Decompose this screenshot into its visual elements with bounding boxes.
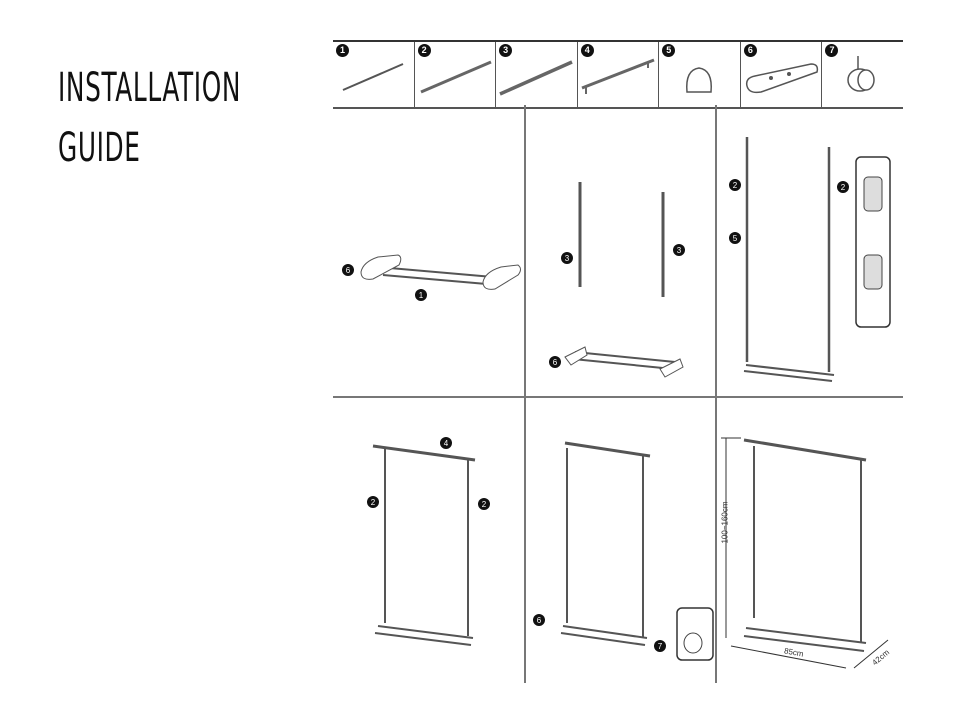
label: 6 bbox=[553, 358, 558, 367]
height-dimension: 100~160cm bbox=[720, 501, 730, 544]
step-3-panel: 2 2 5 bbox=[716, 107, 903, 395]
title-line-2: GUIDE bbox=[58, 125, 141, 171]
lower-tube-icon bbox=[499, 60, 573, 96]
part-number: 6 bbox=[743, 44, 757, 57]
step-2-panel: 3 3 6 bbox=[525, 107, 715, 395]
part-5: 5 bbox=[659, 42, 741, 107]
part-number: 7 bbox=[825, 44, 839, 57]
short-tube-icon bbox=[342, 63, 404, 91]
label: 6 bbox=[346, 266, 351, 275]
part-number: 3 bbox=[499, 44, 513, 57]
label: 2 bbox=[841, 183, 846, 192]
part-2: 2 bbox=[415, 42, 497, 107]
label: 3 bbox=[565, 254, 570, 263]
base-foot-icon bbox=[745, 63, 819, 94]
part-7: 7 bbox=[822, 42, 903, 107]
label: 6 bbox=[537, 616, 542, 625]
step-6-panel: 100~160cm 85cm 42cm bbox=[716, 398, 903, 683]
step-1-panel: 6 1 bbox=[333, 107, 523, 395]
step-5-panel: 6 7 bbox=[525, 398, 715, 683]
connector-cap-icon bbox=[686, 67, 713, 93]
label: 2 bbox=[371, 498, 376, 507]
label: 4 bbox=[444, 439, 449, 448]
part-number: 5 bbox=[662, 44, 676, 57]
label: 2 bbox=[482, 500, 487, 509]
label: 1 bbox=[419, 291, 424, 300]
part-6: 6 bbox=[741, 42, 823, 107]
top-bar-icon bbox=[581, 58, 655, 94]
label: 7 bbox=[658, 642, 663, 651]
slide-title: INSTALLATION GUIDE bbox=[58, 58, 241, 178]
parts-strip: 1 2 3 4 5 6 7 bbox=[333, 40, 903, 109]
title-line-1: INSTALLATION bbox=[58, 65, 242, 111]
step-5-illustration: 6 7 bbox=[533, 441, 714, 661]
step-1-illustration: 6 1 bbox=[342, 254, 521, 301]
part-4: 4 bbox=[578, 42, 660, 107]
divider bbox=[524, 105, 526, 683]
label: 5 bbox=[733, 234, 738, 243]
finished-rack-illustration bbox=[721, 437, 889, 669]
label: 2 bbox=[733, 181, 738, 190]
part-3: 3 bbox=[496, 42, 578, 107]
part-number: 4 bbox=[580, 44, 594, 57]
step-3-illustration: 2 2 5 bbox=[729, 137, 891, 382]
caster-wheel-icon bbox=[847, 56, 876, 92]
installation-diagram: 1 2 3 4 5 6 7 6 1 bbox=[333, 40, 903, 683]
upright-tube-icon bbox=[419, 60, 492, 94]
label: 3 bbox=[677, 246, 682, 255]
step-4-panel: 4 2 2 bbox=[333, 398, 523, 683]
divider bbox=[715, 105, 717, 683]
part-number: 2 bbox=[417, 44, 431, 57]
step-2-illustration: 3 3 6 bbox=[549, 182, 685, 378]
divider bbox=[333, 396, 903, 398]
step-4-illustration: 4 2 2 bbox=[367, 437, 490, 646]
part-number: 1 bbox=[336, 44, 349, 57]
part-1: 1 bbox=[333, 42, 415, 107]
